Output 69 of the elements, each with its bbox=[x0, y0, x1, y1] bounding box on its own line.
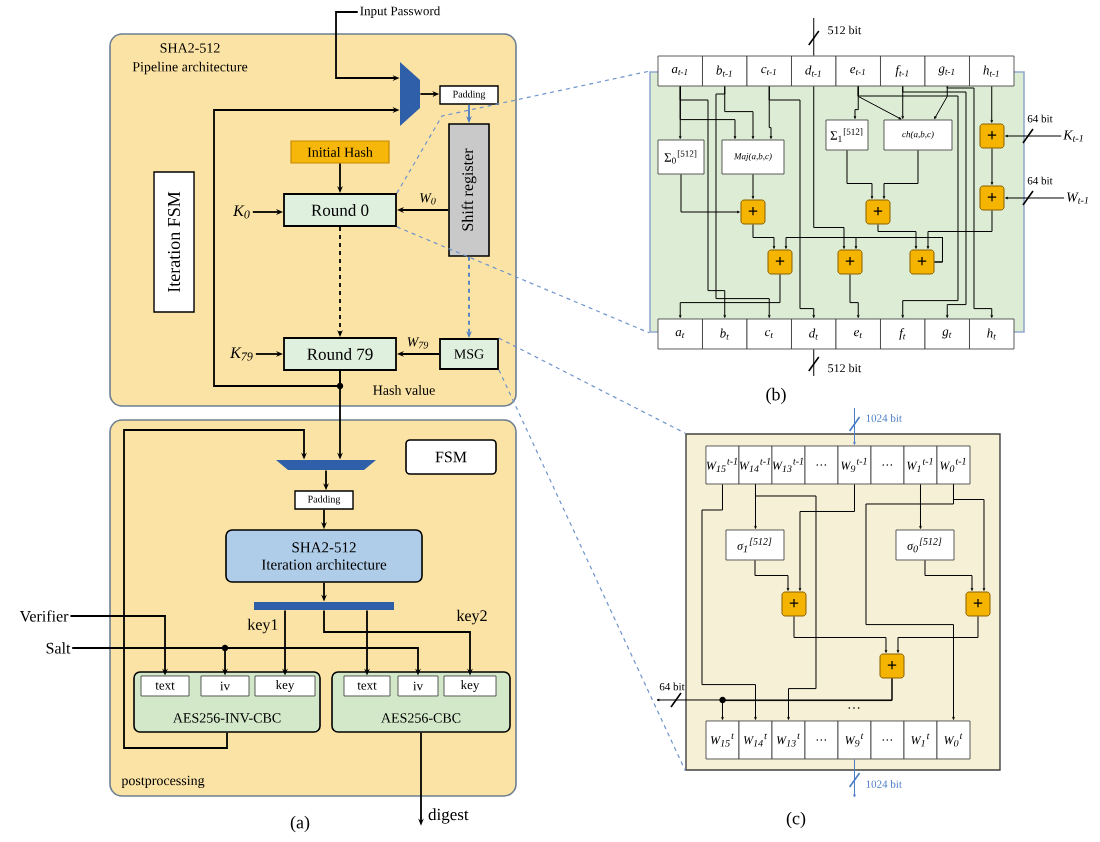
adder-box: + bbox=[781, 591, 807, 617]
arrow bbox=[755, 483, 817, 720]
arrow bbox=[798, 483, 855, 591]
edge-label: key2 bbox=[456, 609, 487, 625]
arrow bbox=[865, 483, 955, 720]
input-label: Salt bbox=[46, 642, 71, 654]
arrow bbox=[902, 85, 967, 318]
multiplexer bbox=[400, 62, 420, 126]
constant-label: K$_{79}$ bbox=[230, 347, 253, 361]
arrow bbox=[854, 237, 943, 263]
arrow bbox=[813, 85, 846, 249]
arrow bbox=[934, 85, 948, 120]
panel-label: (b) bbox=[766, 387, 786, 405]
arrow bbox=[848, 758, 861, 798]
arrow bbox=[679, 85, 727, 318]
arrow bbox=[896, 616, 979, 653]
adder-box: + bbox=[740, 199, 766, 225]
arrow bbox=[754, 559, 790, 591]
arrow bbox=[751, 173, 755, 199]
adder-box: + bbox=[767, 249, 793, 275]
fsm-box: FSM bbox=[405, 439, 497, 475]
adder-box: + bbox=[965, 591, 991, 617]
arrow bbox=[919, 483, 922, 529]
arrow bbox=[678, 274, 781, 318]
round-box: Round 79 bbox=[283, 337, 397, 371]
edge-label: key1 bbox=[247, 618, 278, 634]
adder-box: + bbox=[865, 199, 891, 225]
adder-box: + bbox=[979, 123, 1005, 149]
connector-line bbox=[808, 17, 820, 57]
input-label: Verifier bbox=[19, 610, 69, 622]
arrow bbox=[1005, 128, 1062, 144]
arrow bbox=[752, 224, 776, 249]
arrow bbox=[848, 407, 861, 445]
adder-box: + bbox=[909, 249, 935, 275]
arrow bbox=[715, 85, 771, 318]
splitter-bar bbox=[254, 602, 394, 610]
connector-line bbox=[808, 348, 820, 377]
zoom-line bbox=[396, 70, 650, 194]
zoom-line bbox=[498, 337, 686, 434]
multiplexer bbox=[276, 460, 376, 470]
adder-box: + bbox=[879, 653, 905, 679]
fsm-box: Iteration FSM bbox=[153, 171, 195, 313]
panel-label: (c) bbox=[786, 811, 806, 829]
arrow bbox=[123, 429, 307, 749]
arrow bbox=[793, 616, 888, 653]
shift-register: Shift register bbox=[448, 123, 490, 257]
arrow bbox=[882, 149, 919, 199]
round-box: Round 0 bbox=[283, 193, 397, 227]
arrow bbox=[990, 148, 994, 185]
arrow bbox=[877, 224, 918, 249]
arrow bbox=[849, 274, 860, 318]
arrow bbox=[946, 85, 993, 318]
zoom-line bbox=[396, 226, 650, 334]
arrow bbox=[857, 85, 959, 318]
arrow bbox=[680, 173, 740, 214]
arrow bbox=[656, 678, 893, 708]
arrow bbox=[990, 85, 993, 123]
arrow bbox=[701, 483, 757, 720]
adder-box: + bbox=[837, 249, 863, 275]
adder-box: + bbox=[979, 185, 1005, 211]
arrow bbox=[768, 85, 816, 318]
constant-label: K$_{0}$ bbox=[233, 205, 250, 219]
arrow bbox=[924, 559, 974, 591]
zoom-line bbox=[498, 369, 686, 772]
output-label: digest bbox=[428, 808, 469, 824]
arrow bbox=[926, 210, 993, 249]
panel-label: (a) bbox=[290, 815, 310, 833]
arrow bbox=[846, 149, 874, 199]
arrow bbox=[1005, 190, 1065, 206]
